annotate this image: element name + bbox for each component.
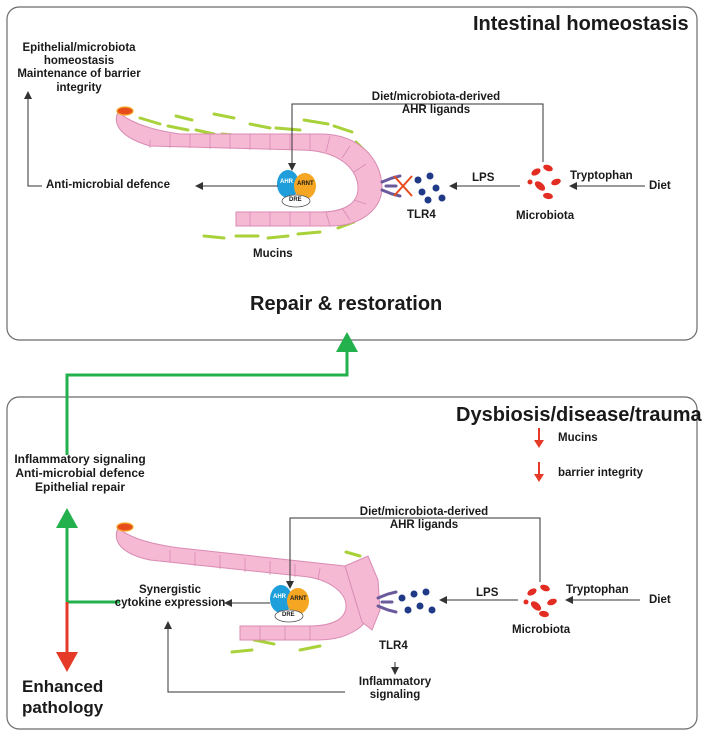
top-villus-tip bbox=[116, 106, 134, 116]
top-tryptophan-label: Tryptophan bbox=[570, 170, 633, 182]
pathology-line-2: pathology bbox=[22, 698, 104, 718]
top-lps-molecules bbox=[414, 172, 446, 204]
bottom-arnt-label: ARNT bbox=[290, 596, 307, 602]
top-dre-label: DRE bbox=[289, 197, 302, 203]
bottom-dre-label: DRE bbox=[282, 612, 295, 618]
outcome-line-2: homeostasis bbox=[43, 55, 115, 68]
cytokine-line-2: cytokine expression bbox=[114, 597, 226, 610]
top-dre-shape bbox=[281, 194, 311, 208]
bottom-microbiota-icon bbox=[523, 584, 557, 618]
bottom-inflammatory-label: Inflammatory signaling bbox=[340, 676, 450, 702]
top-mucins-label: Mucins bbox=[253, 248, 293, 260]
top-diet-label: Diet bbox=[649, 180, 671, 192]
top-tlr4-block-icon bbox=[393, 175, 413, 197]
bottom-ligands-line-1: Diet/microbiota-derived bbox=[359, 506, 489, 518]
response-label: Inflammatory signaling Anti-microbial de… bbox=[8, 452, 152, 494]
outcome-line-3: Maintenance of barrier bbox=[17, 68, 141, 81]
cytokine-label: Synergistic cytokine expression bbox=[110, 584, 230, 610]
bottom-ligands-label: Diet/microbiota-derived AHR ligands bbox=[344, 506, 504, 532]
top-ligands-line-1: Diet/microbiota-derived bbox=[371, 91, 501, 103]
inflammatory-line-1: Inflammatory bbox=[358, 676, 432, 688]
bottom-lps-molecules bbox=[398, 588, 436, 614]
repair-restoration-label: Repair & restoration bbox=[250, 293, 443, 315]
homeostasis-title: Intestinal homeostasis bbox=[473, 13, 689, 35]
outcome-line-4: integrity bbox=[56, 81, 102, 94]
response-line-1: Inflammatory signaling bbox=[14, 452, 146, 466]
top-ahr-shape bbox=[277, 170, 299, 198]
decrease-barrier-label: barrier integrity bbox=[558, 467, 643, 479]
top-lps-label: LPS bbox=[472, 172, 495, 184]
homeostasis-panel bbox=[6, 6, 698, 341]
enhanced-pathology-label: Enhanced pathology bbox=[22, 676, 103, 719]
bottom-tlr4-receptor bbox=[376, 590, 398, 614]
bottom-arnt-shape bbox=[287, 588, 309, 614]
bottom-dre-shape bbox=[274, 609, 304, 623]
response-line-3: Epithelial repair bbox=[34, 479, 126, 494]
bottom-ligands-line-2: AHR ligands bbox=[389, 519, 459, 532]
top-arnt-label: ARNT bbox=[297, 181, 314, 187]
dysbiosis-panel bbox=[6, 396, 698, 730]
repair-transition-arrow bbox=[65, 332, 358, 455]
top-villus bbox=[116, 111, 383, 227]
inflammatory-line-2: signaling bbox=[369, 689, 421, 702]
bottom-tlr4-label: TLR4 bbox=[379, 640, 408, 652]
top-tlr4-label: TLR4 bbox=[407, 209, 436, 221]
pathology-down-arrow bbox=[56, 602, 78, 672]
bottom-microbiota-label: Microbiota bbox=[512, 624, 571, 636]
top-ligands-line-2: AHR ligands bbox=[401, 104, 471, 117]
decrease-arrows bbox=[534, 428, 544, 482]
top-arrows bbox=[24, 91, 645, 190]
top-microbiota-label: Microbiota bbox=[516, 210, 575, 222]
outcome-line-1: Epithelial/microbiota bbox=[22, 42, 136, 54]
bottom-villus bbox=[116, 527, 381, 641]
bottom-ahr-label: AHR bbox=[273, 594, 286, 600]
bottom-ahr-shape bbox=[270, 585, 292, 613]
bottom-diet-label: Diet bbox=[649, 594, 671, 606]
top-arnt-shape bbox=[294, 173, 316, 199]
top-ahr-label: AHR bbox=[280, 179, 293, 185]
response-line-2: Anti-microbial defence bbox=[15, 465, 145, 480]
top-defence-label: Anti-microbial defence bbox=[46, 179, 170, 191]
repair-up-arrow bbox=[56, 508, 120, 604]
top-ligands-label: Diet/microbiota-derived AHR ligands bbox=[356, 91, 516, 117]
dysbiosis-title: Dysbiosis/disease/trauma bbox=[456, 404, 702, 426]
cytokine-line-1: Synergistic bbox=[139, 584, 201, 596]
top-microbiota-icon bbox=[527, 164, 561, 200]
homeostasis-outcome: Epithelial/microbiota homeostasis Mainte… bbox=[14, 42, 144, 95]
top-tlr4-receptor bbox=[380, 174, 402, 198]
decrease-mucins-label: Mucins bbox=[558, 432, 598, 444]
pathology-line-1: Enhanced bbox=[22, 677, 104, 696]
bottom-villus-tip bbox=[116, 522, 134, 532]
bottom-lps-label: LPS bbox=[476, 587, 499, 599]
bottom-tryptophan-label: Tryptophan bbox=[566, 584, 629, 596]
bottom-arrows bbox=[164, 517, 640, 693]
